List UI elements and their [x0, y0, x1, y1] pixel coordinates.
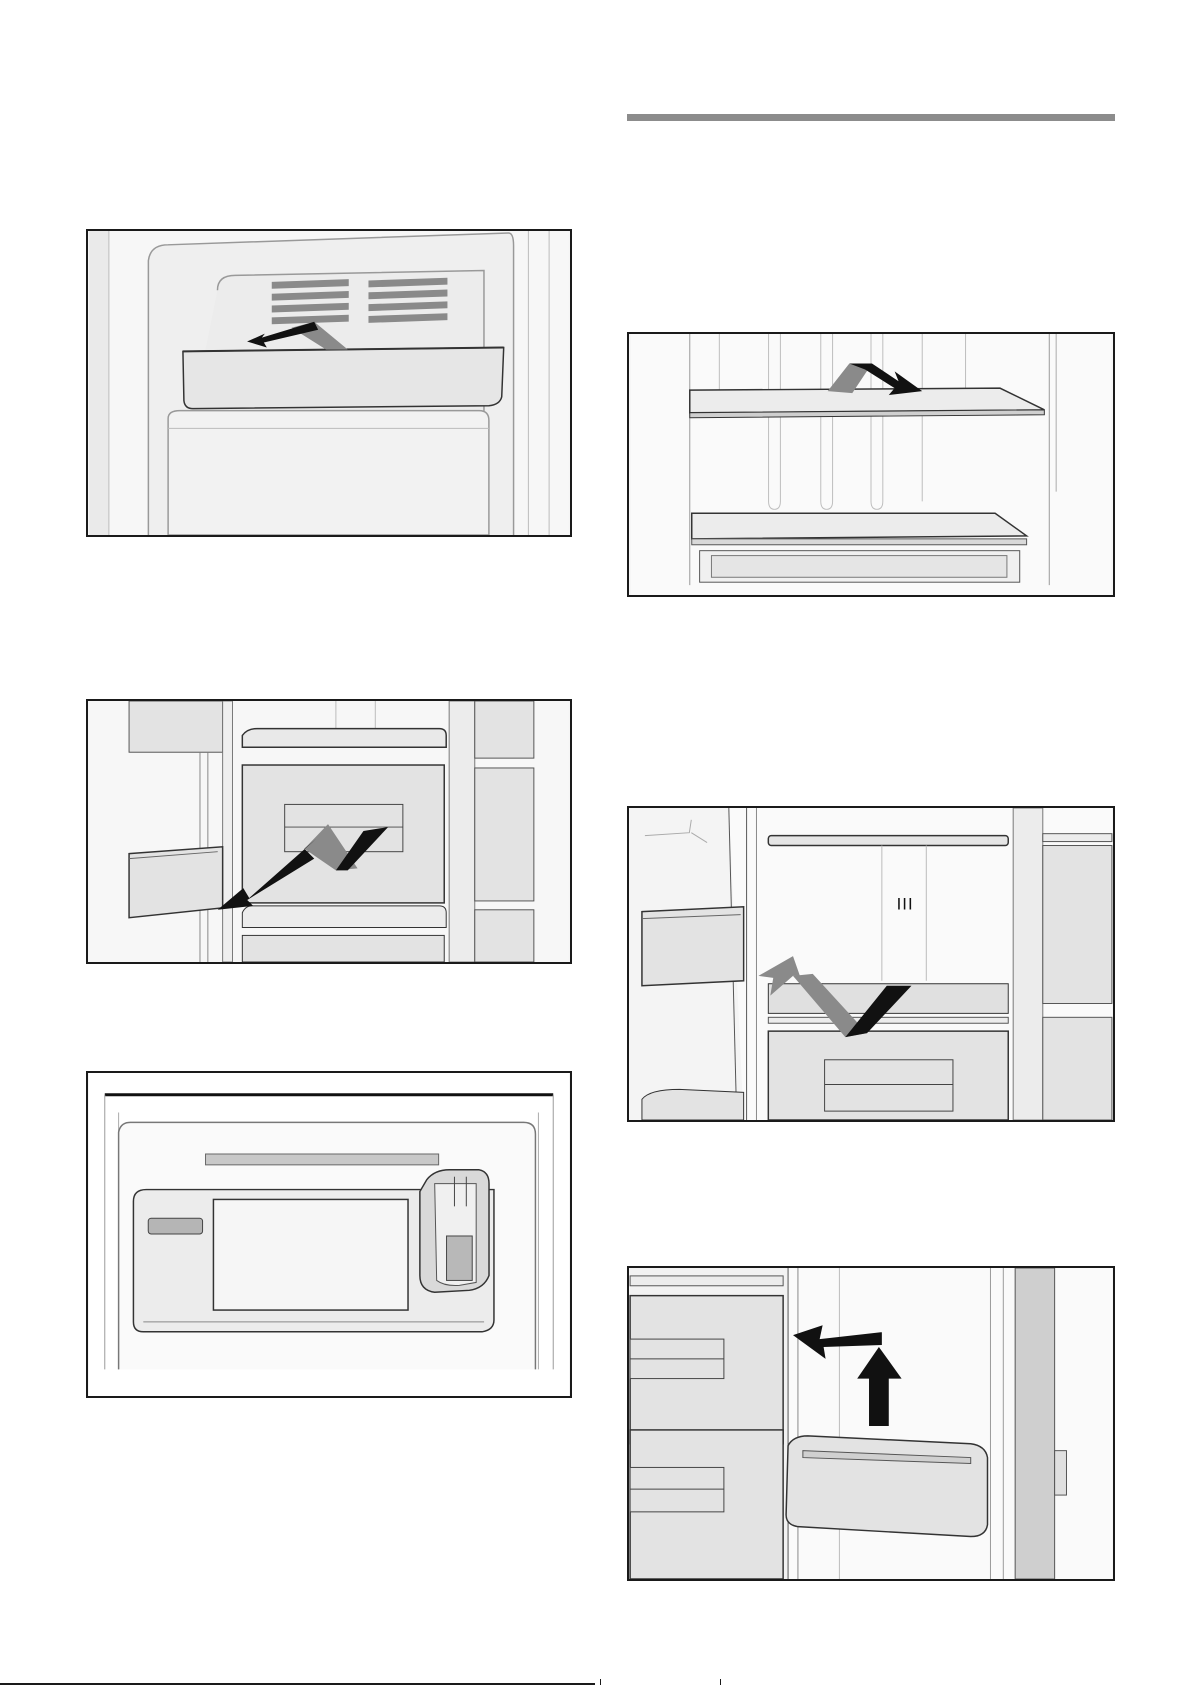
icemaker-icon	[420, 1170, 489, 1292]
fig-remove-door-shelf	[627, 1266, 1115, 1581]
freezer-drawer-illustration	[88, 701, 570, 962]
fig-remove-glass-shelf	[627, 332, 1115, 597]
fig-freezer-interior-icemaker	[86, 1071, 572, 1398]
glass-shelf-illustration	[629, 334, 1113, 595]
section-rule	[627, 114, 1115, 121]
crisper-drawer-illustration: III	[629, 808, 1113, 1120]
door-shelf-illustration	[629, 1268, 1113, 1579]
footer-tick	[720, 1679, 721, 1685]
footer-tick	[600, 1679, 601, 1685]
ice-tray	[183, 347, 504, 408]
ice-tray-illustration	[88, 231, 570, 535]
glass-shelf	[690, 388, 1045, 418]
door-shelf-bin	[786, 1436, 987, 1537]
fig-remove-ice-tray	[86, 229, 572, 537]
fig-remove-crisper-drawer: III	[627, 806, 1115, 1122]
freezer-interior-illustration	[88, 1073, 570, 1396]
fig-remove-freezer-drawer	[86, 699, 572, 964]
level-label: III	[897, 895, 914, 914]
